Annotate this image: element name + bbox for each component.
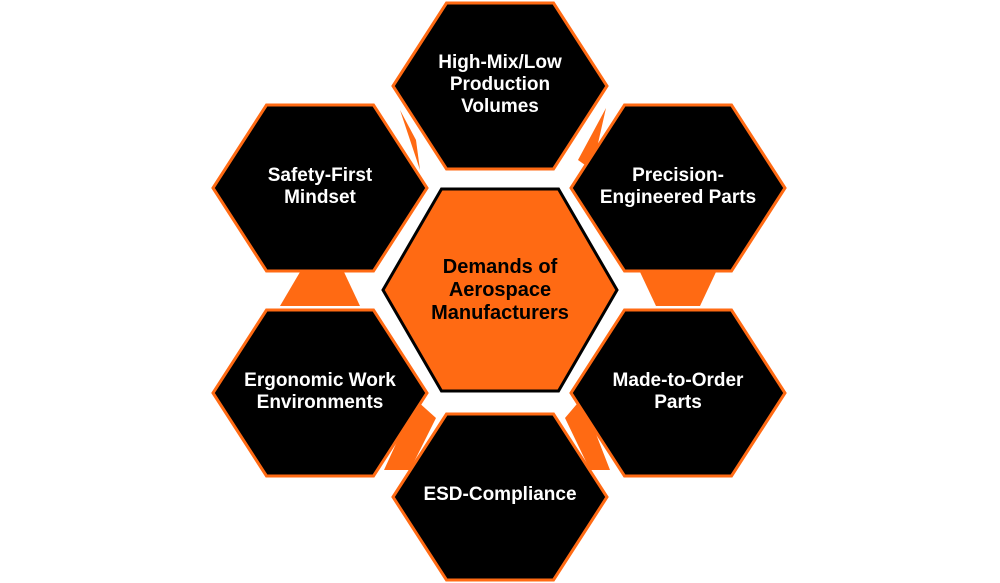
hex-label-safety-first-mindset: Safety-First Mindset: [267, 165, 373, 208]
connector-lower-left-to-upper-left: [280, 272, 360, 306]
connector-top-to-upper-right: [578, 108, 606, 170]
hex-lower-left: [211, 308, 429, 478]
connector-upper-left-to-top: [400, 110, 420, 170]
hex-label-esd-compliance: ESD-Compliance: [423, 484, 577, 505]
hex-label-ergonomic-work-environments: Ergonomic Work Environments: [244, 370, 396, 413]
hex-label-made-to-order-parts: Made-to-Order Parts: [612, 370, 744, 413]
hex-label-precision-engineered-parts: Precision- Engineered Parts: [599, 165, 757, 208]
hex-upper-right: [569, 103, 787, 273]
connector-upper-right-to-lower-right: [640, 272, 716, 306]
center-hex-label: Demands of Aerospace Manufacturers: [431, 255, 569, 324]
hex-bottom: [391, 412, 609, 582]
connector-lower-right-to-bottom: [565, 398, 610, 470]
hex-upper-left: [211, 103, 429, 273]
connector-bottom-to-lower-left: [384, 400, 436, 470]
hex-center: [381, 187, 619, 393]
hex-lower-right: [569, 308, 787, 478]
hex-top: [391, 1, 609, 171]
hex-label-high-mix-low-production: High-Mix/Low Production Volumes: [438, 52, 562, 117]
